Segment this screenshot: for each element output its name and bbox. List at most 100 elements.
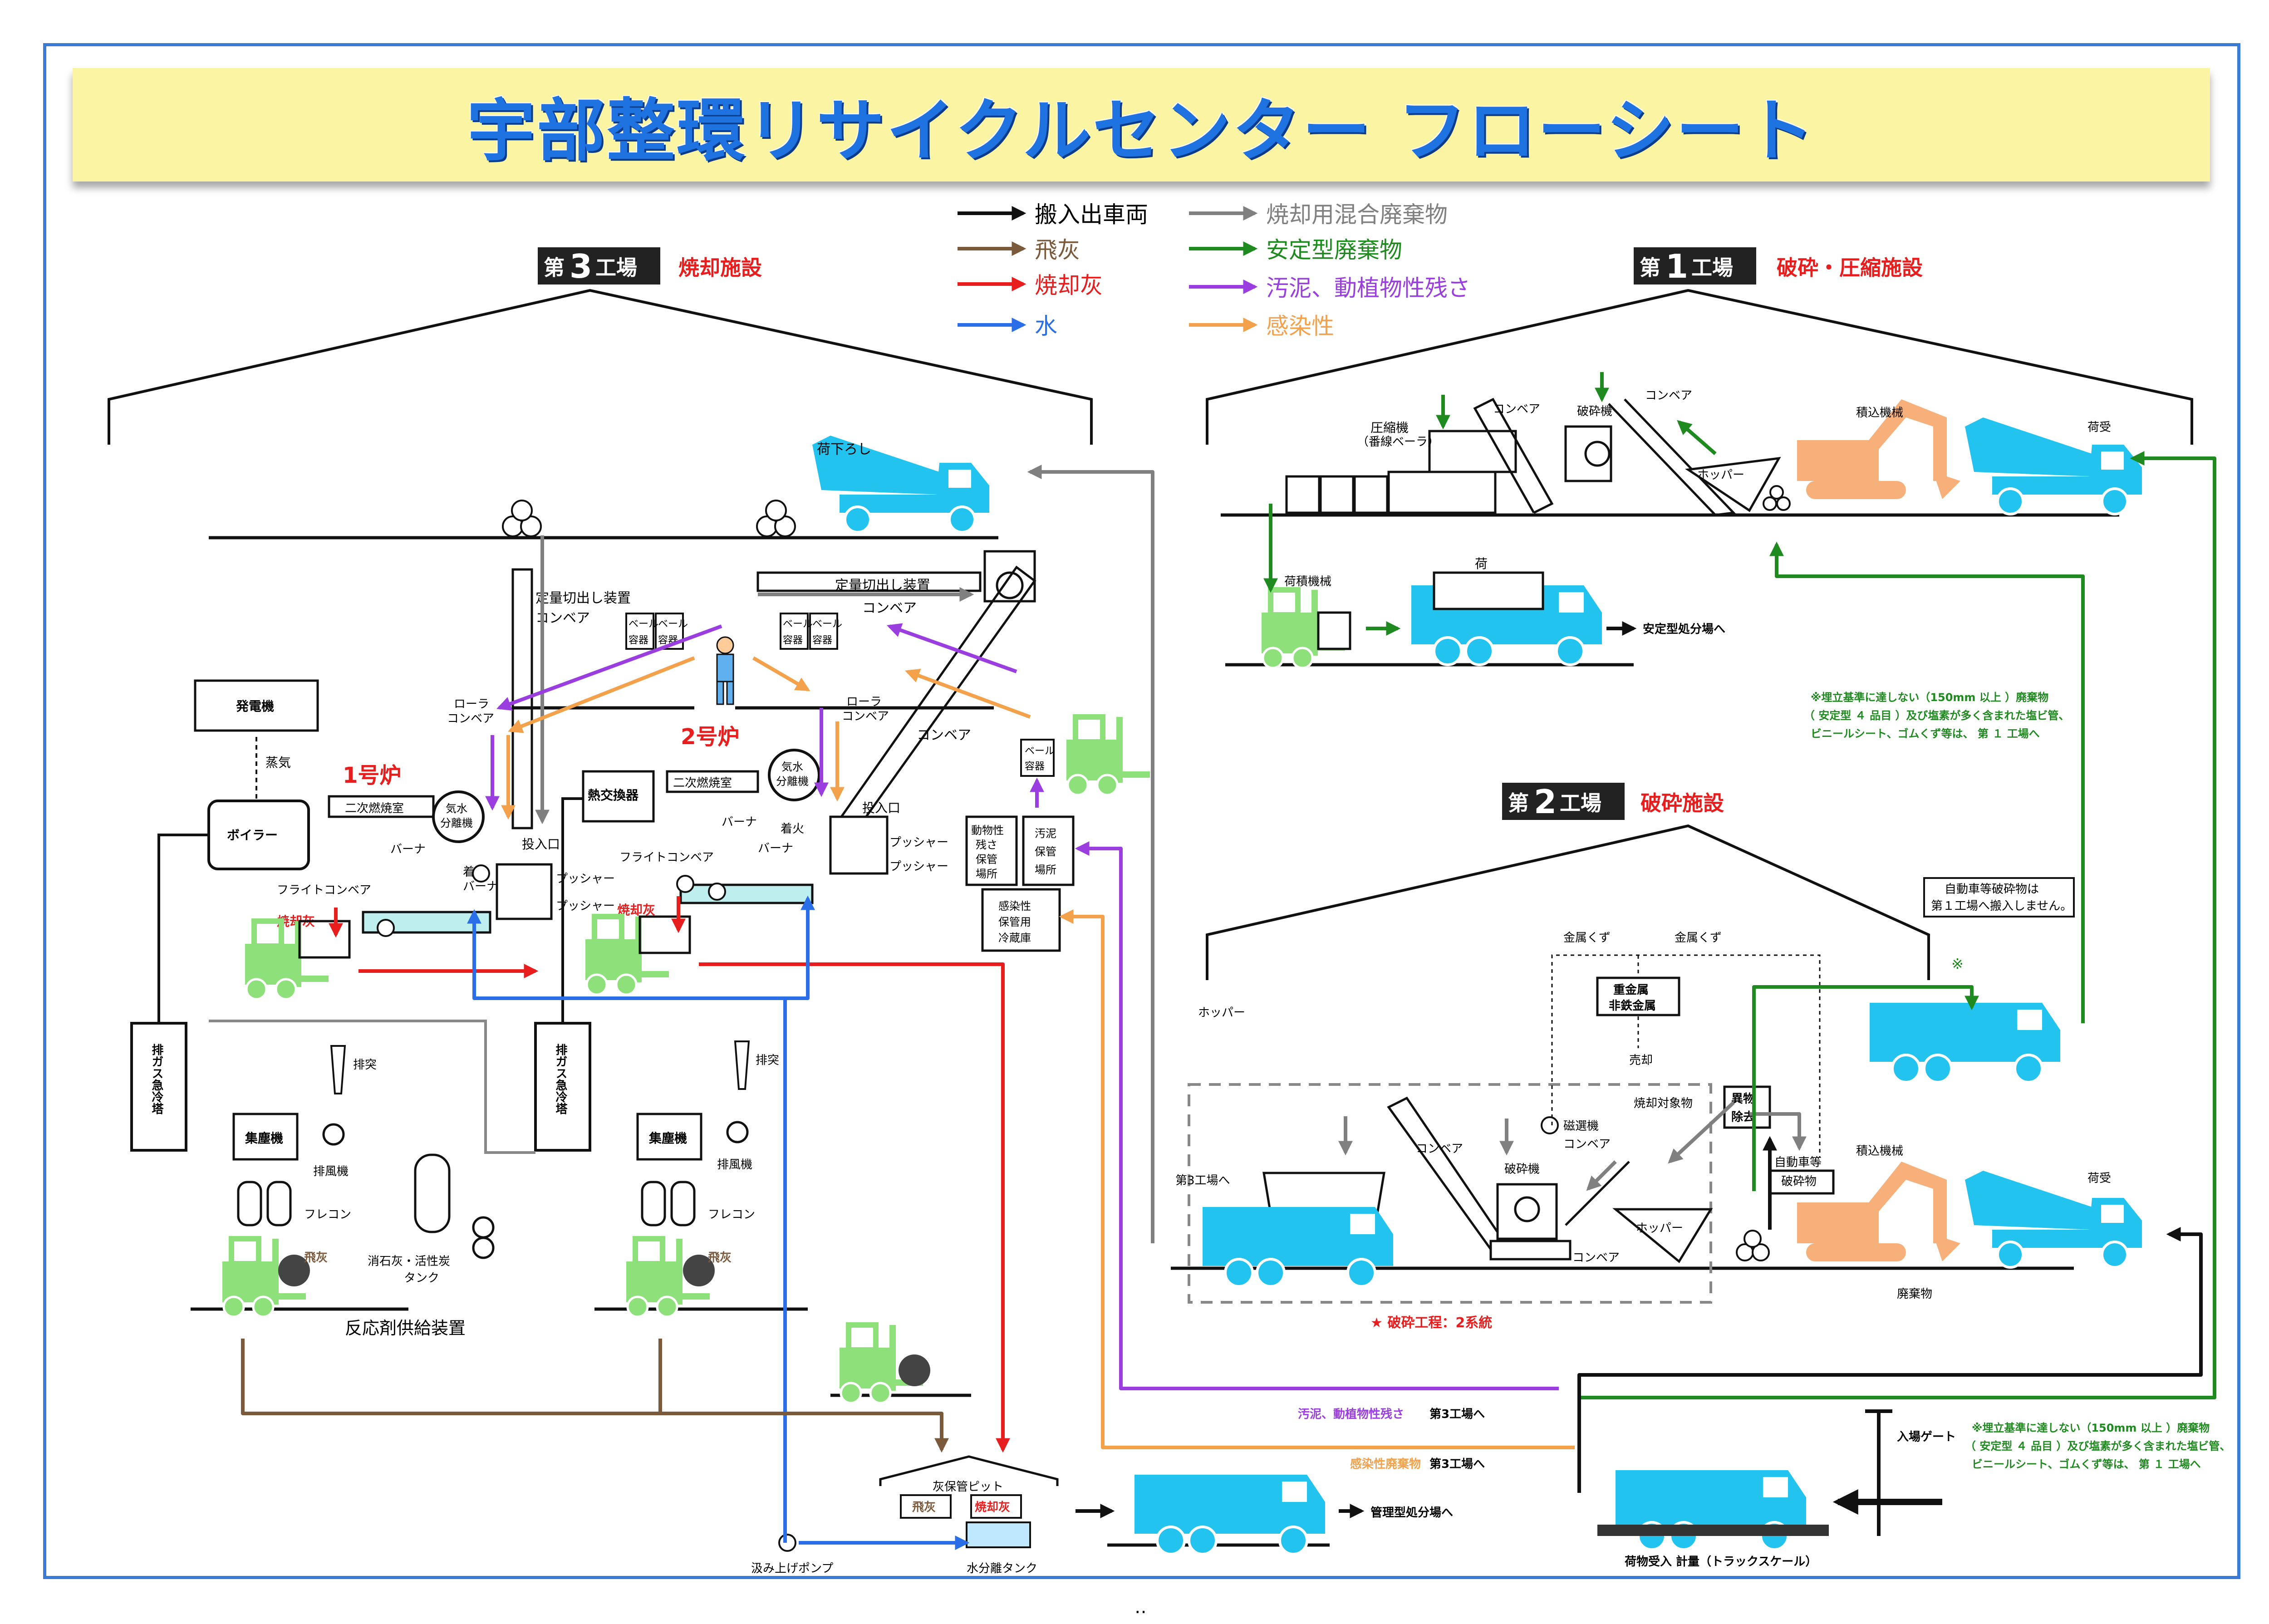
- container-label: 容器: [812, 635, 832, 646]
- container-label: 容器: [783, 635, 803, 646]
- plant2-truck: [1203, 1207, 1393, 1286]
- legend-item-flyash: 飛灰: [958, 237, 1080, 263]
- flyash-label: 飛灰: [708, 1251, 732, 1265]
- chimney-label: 排突: [353, 1058, 377, 1072]
- page-dots: ‥: [1134, 1597, 1147, 1618]
- infectious-storage-label: 感染性: [998, 900, 1031, 913]
- separator-label: 気水: [781, 760, 803, 773]
- bale-containers-right: ベール 容器 ベール 容器: [780, 613, 842, 650]
- compressor-label: 圧縮機: [1370, 420, 1409, 435]
- foreign-matter-label: 異物: [1731, 1092, 1755, 1106]
- removal-label: 除去: [1731, 1110, 1755, 1124]
- furnace1-label: 1号炉: [343, 763, 401, 788]
- heading-number: 2: [1534, 783, 1557, 821]
- loader-label: 積込機械: [1856, 406, 1903, 420]
- plant1-note-line: ※埋立基準に達しない（150mm 以上 ）廃棄物: [1811, 691, 2048, 704]
- lime-tank-label: 消石灰・活性炭: [368, 1255, 450, 1268]
- gate-truck: [1616, 1470, 1806, 1550]
- gate-area: 汚泥、動植物性残さ 第3工場へ 感染性廃棄物 第3工場へ 荷物受入 計量（トラッ…: [1134, 1407, 2230, 1618]
- inlet-label: 投入口: [522, 837, 560, 852]
- heading-label: 工場: [1691, 255, 1733, 280]
- flecon-label: フレコン: [304, 1208, 351, 1222]
- plant2-outbound-truck: [1870, 1003, 2060, 1082]
- fan-label: 排風機: [313, 1165, 349, 1178]
- car-note-line: 自動車等破砕物は: [1945, 883, 2039, 896]
- conveyor-label: コンベア: [1493, 402, 1540, 416]
- sludge-storage-label: 場所: [1035, 864, 1056, 876]
- ground-lines: [191, 513, 2119, 1547]
- legend-item-stable-waste: 安定型廃棄物: [1189, 237, 1402, 263]
- container-label: 容器: [629, 635, 648, 646]
- metal-scrap-label: 金属くず: [1675, 931, 1722, 945]
- infect-route-dest: 第3工場へ: [1429, 1457, 1485, 1471]
- generator-label: 発電機: [236, 699, 274, 714]
- gate-label: 入場ゲート: [1897, 1430, 1956, 1444]
- inlet-label: 投入口: [862, 800, 900, 815]
- cargo-label: 荷: [1475, 556, 1488, 571]
- separator-label: 気水: [446, 802, 467, 815]
- ignition-label: 着火: [781, 822, 804, 836]
- plant2: ホッパー ★ 破砕工程：2系統 第3工場へ コンベア 破砕機 コンベア ホッパー…: [1175, 877, 2142, 1331]
- conveyor3-label: コンベア: [917, 727, 971, 743]
- roller-label: ローラ: [846, 695, 882, 709]
- cargo-loader-label: 荷積機械: [1284, 575, 1331, 589]
- bale-containers-left: ベール 容器 ベール 容器: [625, 613, 688, 650]
- bale-label: ベール: [812, 618, 842, 630]
- bottom-note-line: ビニールシート、ゴムくず等は、 第 １ 工場へ: [1972, 1458, 2201, 1471]
- legend-label: 安定型廃棄物: [1266, 237, 1402, 263]
- plant2-receive-truck: [1965, 1171, 2142, 1267]
- bale-label: ベール: [658, 618, 688, 630]
- flyash-label: 飛灰: [304, 1251, 328, 1265]
- burner-label: バーナ: [758, 842, 793, 855]
- container-label: 容器: [1025, 761, 1045, 772]
- managed-disposal-label: 管理型処分場へ: [1370, 1506, 1453, 1520]
- infectious-storage-label: 冷蔵庫: [998, 932, 1031, 944]
- heading-prefix: 第: [544, 255, 565, 280]
- pit-flyash-label: 飛灰: [912, 1501, 936, 1514]
- plant2-heading: 第 2 工場 破砕施設: [1502, 783, 1724, 821]
- building-outlines: [108, 289, 2193, 980]
- worker-icon: [716, 636, 734, 705]
- bale-label: ベール: [783, 618, 813, 630]
- steam-label: 蒸気: [265, 755, 291, 770]
- generator-box: [194, 679, 319, 732]
- heavy-metal-label: 重金属: [1613, 983, 1649, 997]
- bale-label: ベール: [1025, 746, 1055, 757]
- plant3: 荷下ろし 定量切出し装置 コンベア 定量切出し装置 コンベア コンベア ベール …: [130, 436, 1453, 1575]
- nonferrous-label: 非鉄金属: [1609, 999, 1656, 1013]
- plant1-heading: 第 1 工場 破砕・圧縮施設: [1634, 247, 1923, 285]
- heading-name: 破砕・圧縮施設: [1777, 255, 1923, 280]
- roller-conveyor-label: コンベア: [447, 712, 494, 726]
- quench-tower-label: 排ガス急冷塔: [150, 1044, 163, 1115]
- legend-label: 水: [1035, 313, 1057, 339]
- forklift-ash1: [245, 921, 329, 999]
- conveyor-label: コンベア: [1572, 1251, 1620, 1265]
- hopper-label: ホッパー: [1636, 1222, 1683, 1235]
- hopper-label: ホッパー: [1697, 468, 1744, 482]
- metal-scrap-label: 金属くず: [1563, 931, 1611, 945]
- heading-name: 破砕施設: [1640, 791, 1724, 815]
- quench-tower-label: 排ガス急冷塔: [554, 1044, 567, 1115]
- animal-storage-label: 残さ: [976, 839, 997, 851]
- pit-ash-label: 焼却灰: [975, 1501, 1010, 1514]
- infectious-storage-label: 保管用: [998, 916, 1031, 928]
- roller-label: ローラ: [454, 697, 489, 711]
- car-crusher-label: 破砕物: [1781, 1175, 1817, 1188]
- sludge-route-label: 汚泥、動植物性残さ: [1298, 1408, 1404, 1421]
- roller-conveyor-label: コンベア: [842, 710, 889, 723]
- plant3-heading: 第 3 工場 焼却施設: [538, 247, 762, 285]
- heading-prefix: 第: [1640, 255, 1660, 280]
- legend-item-vehicle: 搬入出車両: [958, 201, 1148, 228]
- legend-label: 搬入出車両: [1035, 201, 1148, 228]
- car-note-line: 第１工場へ搬入しません。: [1931, 899, 2072, 913]
- legend-item-water: 水: [958, 313, 1057, 339]
- legend-item-mixed-waste: 焼却用混合廃棄物: [1189, 201, 1448, 228]
- infect-route-label: 感染性廃棄物: [1350, 1457, 1421, 1471]
- sludge-storage-label: 汚泥: [1035, 827, 1056, 840]
- heading-number: 1: [1665, 247, 1688, 285]
- bale-label: ベール: [629, 618, 658, 630]
- truck-scale-label: 荷物受入 計量（トラックスケール）: [1625, 1555, 1817, 1569]
- magnet-label: 磁選機: [1563, 1119, 1599, 1133]
- pusher-label: プッシャー: [889, 860, 948, 873]
